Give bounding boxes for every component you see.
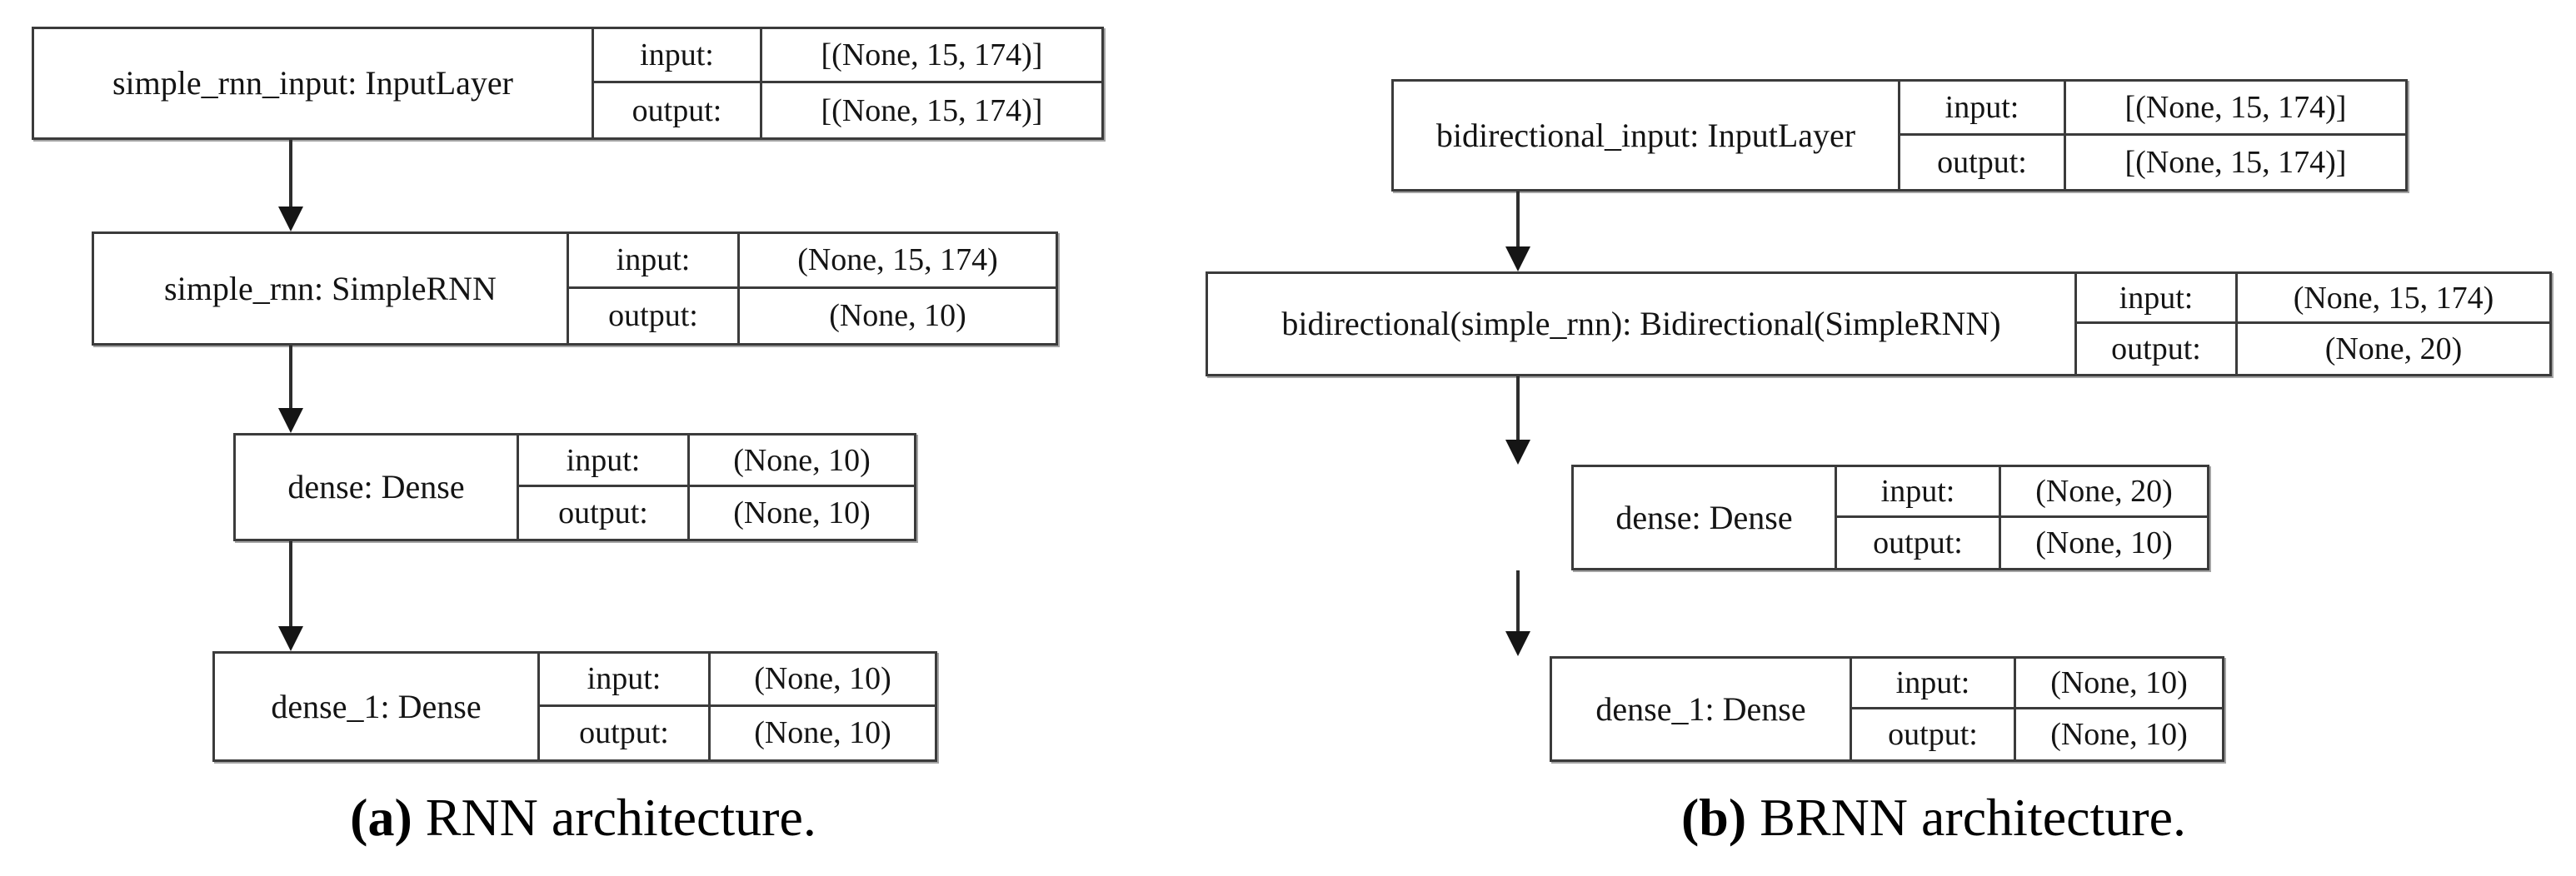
figure-caption-b: (b) BRNN architecture.	[1413, 791, 2454, 844]
input-shape-value: (None, 15, 174)	[737, 234, 1056, 286]
output-label: output:	[558, 495, 648, 530]
input-shape-value: (None, 10)	[687, 436, 914, 485]
figure-panel-rnn: simple_rnn_input: InputLayer input: [(No…	[0, 27, 1166, 844]
input-shape-value: (None, 15, 174)	[2235, 274, 2549, 321]
layer-io-row-input: input: (None, 10)	[1852, 659, 2222, 709]
output-shape-value: [(None, 15, 174)]	[2064, 135, 2405, 189]
input-label: input:	[640, 37, 714, 72]
layer-io-row-output: output: [(None, 15, 174)]	[594, 83, 1101, 137]
caption-text: BRNN architecture.	[1746, 788, 2187, 847]
layer-node-bidirectional-simplernn: bidirectional(simple_rnn): Bidirectional…	[1206, 271, 2552, 376]
output-shape-value: (None, 10)	[737, 288, 1056, 343]
output-shape-value: (None, 10)	[1999, 517, 2207, 568]
layer-node-bidirectional-input: bidirectional_input: InputLayer input: […	[1391, 79, 2408, 192]
caption-marker: (b)	[1680, 788, 1747, 847]
output-shape-value: (None, 10)	[2014, 709, 2222, 759]
layer-node-dense: dense: Dense input: (None, 10) output: (…	[233, 433, 916, 541]
layer-node-title: dense_1: Dense	[271, 687, 482, 725]
layer-node-title: simple_rnn: SimpleRNN	[164, 269, 497, 307]
output-shape-value: (None, 20)	[2235, 324, 2549, 374]
input-shape-value: (None, 10)	[2014, 659, 2222, 707]
layer-node-io-table: input: (None, 15, 174) output: (None, 20…	[2074, 274, 2549, 374]
input-label: input:	[566, 442, 641, 478]
input-shape-value: [(None, 15, 174)]	[2064, 82, 2405, 133]
layer-io-row-output: output: (None, 10)	[519, 487, 914, 539]
output-label: output:	[608, 298, 698, 334]
figure-caption-a: (a) RNN architecture.	[0, 791, 1166, 844]
layer-node-io-table: input: (None, 10) output: (None, 10)	[517, 436, 914, 539]
output-shape-value: (None, 10)	[708, 706, 935, 759]
layer-node-simple-rnn: simple_rnn: SimpleRNN input: (None, 15, …	[92, 231, 1058, 346]
layer-node-title: bidirectional(simple_rnn): Bidirectional…	[1281, 305, 2001, 342]
layer-node-title: bidirectional_input: InputLayer	[1435, 116, 1856, 154]
input-shape-value: (None, 20)	[1999, 467, 2207, 515]
output-label: output:	[1873, 525, 1963, 560]
layer-io-row-output: output: (None, 10)	[1852, 709, 2222, 759]
input-label: input:	[616, 242, 691, 278]
layer-io-row-input: input: (None, 15, 174)	[569, 234, 1056, 289]
layer-node-io-table: input: (None, 20) output: (None, 10)	[1835, 467, 2207, 568]
input-shape-value: [(None, 15, 174)]	[760, 29, 1101, 81]
layer-io-row-output: output: (None, 10)	[569, 288, 1056, 343]
layer-io-row-input: input: (None, 15, 174)	[2077, 274, 2549, 324]
output-label: output:	[1937, 144, 2027, 180]
layer-node-dense-1: dense_1: Dense input: (None, 10) output:…	[1550, 656, 2224, 762]
layer-io-row-input: input: (None, 10)	[540, 654, 935, 707]
caption-text: RNN architecture.	[412, 788, 816, 847]
output-label: output:	[1888, 716, 1978, 752]
layer-node-io-table: input: (None, 15, 174) output: (None, 10…	[567, 234, 1056, 343]
layer-io-row-output: output: (None, 10)	[540, 706, 935, 759]
figure-panel-brnn: bidirectional_input: InputLayer input: […	[1206, 0, 2576, 876]
input-label: input:	[1880, 473, 1955, 509]
input-label: input:	[587, 661, 661, 697]
layer-io-row-input: input: [(None, 15, 174)]	[594, 29, 1101, 83]
layer-io-row-input: input: (None, 10)	[519, 436, 914, 487]
layer-node-dense-1: dense_1: Dense input: (None, 10) output:…	[212, 651, 937, 762]
layer-node-title: dense: Dense	[1615, 498, 1793, 536]
layer-node-simple-rnn-input: simple_rnn_input: InputLayer input: [(No…	[32, 27, 1104, 140]
input-label: input:	[1944, 89, 2019, 125]
layer-node-io-table: input: [(None, 15, 174)] output: [(None,…	[1898, 82, 2405, 189]
output-label: output:	[2111, 331, 2201, 366]
layer-node-io-table: input: [(None, 15, 174)] output: [(None,…	[592, 29, 1101, 137]
layer-io-row-output: output: [(None, 15, 174)]	[1900, 135, 2405, 189]
input-shape-value: (None, 10)	[708, 654, 935, 704]
layer-io-row-output: output: (None, 20)	[2077, 324, 2549, 374]
layer-io-row-input: input: [(None, 15, 174)]	[1900, 82, 2405, 136]
caption-marker: (a)	[350, 788, 412, 847]
output-label: output:	[632, 92, 722, 128]
layer-node-title: dense_1: Dense	[1595, 689, 1806, 728]
layer-io-row-output: output: (None, 10)	[1837, 517, 2207, 568]
layer-node-io-table: input: (None, 10) output: (None, 10)	[537, 654, 935, 759]
output-shape-value: (None, 10)	[687, 487, 914, 539]
layer-node-title: dense: Dense	[287, 468, 465, 505]
layer-node-io-table: input: (None, 10) output: (None, 10)	[1850, 659, 2222, 759]
layer-io-row-input: input: (None, 20)	[1837, 467, 2207, 518]
layer-node-title: simple_rnn_input: InputLayer	[112, 64, 513, 102]
layer-node-dense-b: dense: Dense input: (None, 20) output: (…	[1571, 465, 2209, 570]
input-label: input:	[1895, 664, 1970, 700]
output-shape-value: [(None, 15, 174)]	[760, 83, 1101, 137]
input-label: input:	[2119, 280, 2194, 316]
output-label: output:	[579, 715, 669, 751]
